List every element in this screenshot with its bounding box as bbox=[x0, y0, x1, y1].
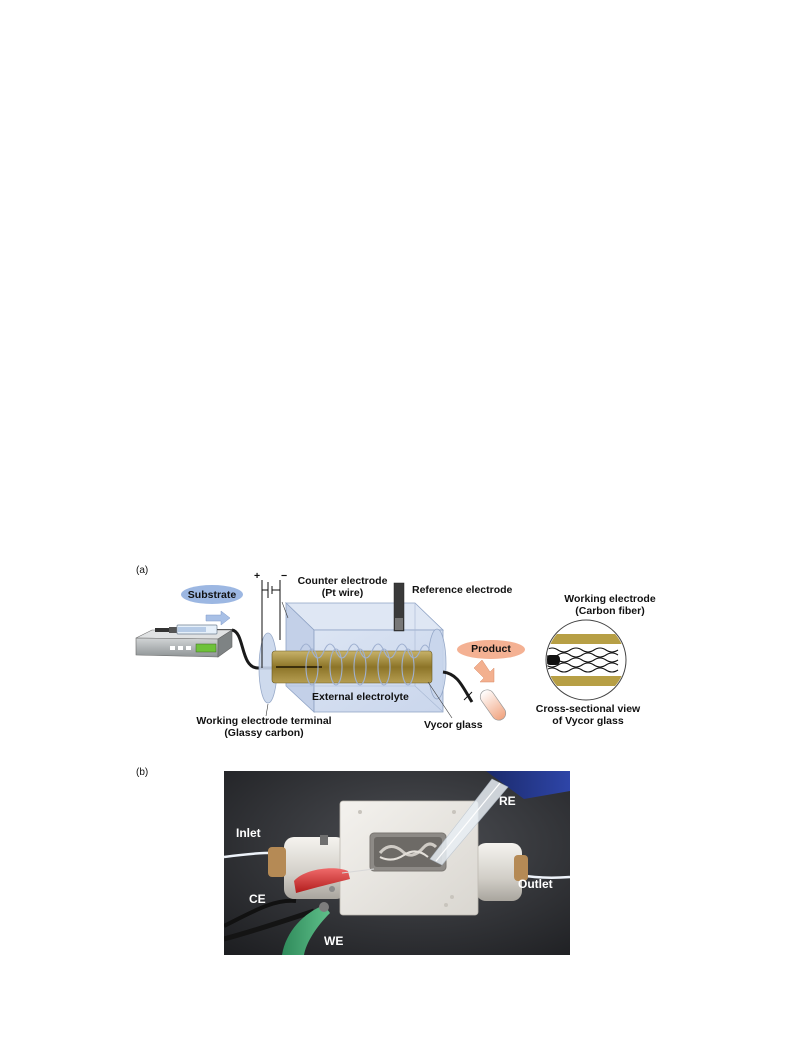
syringe-pump bbox=[135, 624, 234, 658]
counter-electrode-coil bbox=[299, 643, 431, 686]
photo-illustration bbox=[224, 771, 570, 955]
power-supply bbox=[261, 580, 281, 668]
reference-electrode-label: Reference electrode bbox=[412, 584, 513, 596]
reference-electrode bbox=[393, 582, 405, 632]
cross-section-label: Cross-sectional view of Vycor glass bbox=[535, 703, 641, 727]
substrate-oval bbox=[181, 585, 243, 604]
working-electrode-label: Working electrode (Carbon fiber) bbox=[564, 593, 656, 617]
outlet-label: Outlet bbox=[518, 877, 553, 891]
vycor-glass-label: Vycor glass bbox=[424, 719, 483, 731]
right-end-cap bbox=[427, 628, 447, 700]
flow-cell-photo bbox=[224, 771, 570, 955]
inlet-label: Inlet bbox=[236, 826, 261, 840]
left-end-cap bbox=[258, 632, 278, 704]
plus-sign: + bbox=[254, 570, 261, 582]
working-terminal-label: Working electrode terminal (Glassy carbo… bbox=[196, 715, 332, 739]
substrate-label: Substrate bbox=[187, 589, 237, 601]
working-electrode-rod bbox=[271, 650, 433, 684]
product-arrow bbox=[473, 659, 495, 683]
product-label: Product bbox=[471, 643, 511, 655]
product-oval bbox=[457, 640, 525, 659]
ce-label: CE bbox=[249, 892, 266, 906]
product-vial bbox=[479, 689, 507, 721]
minus-sign: − bbox=[281, 570, 288, 582]
external-electrolyte-label: External electrolyte bbox=[312, 691, 409, 703]
cross-section-view bbox=[545, 619, 627, 701]
counter-electrode-label: Counter electrode (Pt wire) bbox=[297, 575, 388, 599]
re-label: RE bbox=[499, 794, 516, 808]
substrate-arrow bbox=[205, 610, 231, 626]
we-label: WE bbox=[324, 934, 344, 948]
panel-a-label: (a) bbox=[136, 565, 149, 576]
panel-b-label: (b) bbox=[136, 767, 149, 778]
